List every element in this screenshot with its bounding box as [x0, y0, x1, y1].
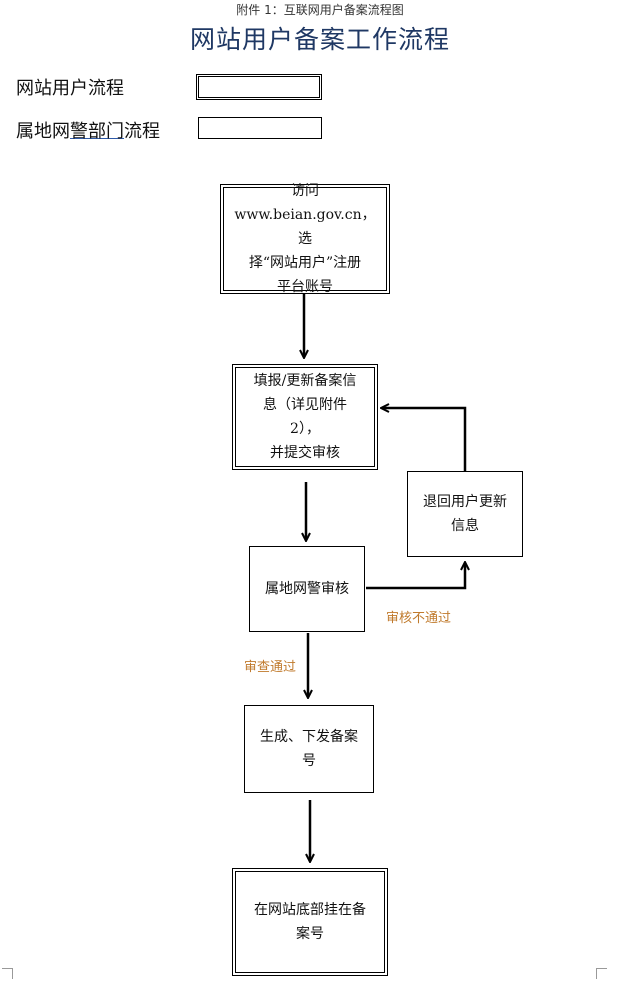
- node-generate-number: 生成、下发备案 号: [244, 705, 374, 793]
- node-visit-register: 访问 www.beian.gov.cn，选 择“网站用户”注册 平台账号: [220, 183, 390, 295]
- node-return-user-text: 退回用户更新 信息: [423, 494, 507, 534]
- legend-police-underlined: 警部门: [70, 121, 124, 142]
- edge-label-approved: 审查通过: [244, 660, 297, 675]
- node-visit-register-text: 访问 www.beian.gov.cn，选 择“网站用户”注册 平台账号: [234, 183, 376, 295]
- legend-label-police: 属地网警部门流程: [16, 117, 160, 143]
- legend-swatch-double-border: [196, 74, 322, 100]
- edge-label-rejected: 审核不通过: [386, 611, 452, 626]
- legend-label-website-user: 网站用户流程: [16, 78, 124, 99]
- page-corner-mark-left: [2, 968, 13, 979]
- page-title: 网站用户备案工作流程: [189, 25, 450, 54]
- node-fill-submit-text: 填报/更新备案信 息（详见附件 2）， 并提交审核: [253, 373, 357, 461]
- node-return-user: 退回用户更新 信息: [407, 471, 523, 557]
- legend-police-suffix: 流程: [124, 121, 160, 142]
- node-display-number: 在网站底部挂在备 案号: [232, 868, 388, 976]
- legend-swatch-single-border: [198, 117, 322, 139]
- node-generate-number-text: 生成、下发备案 号: [260, 729, 358, 769]
- legend-police-prefix: 属地网: [16, 121, 70, 142]
- arrow-return-to-fill: [382, 408, 467, 471]
- node-police-review-text: 属地网警审核: [265, 581, 349, 597]
- arrow-review-to-return: [366, 563, 465, 590]
- attachment-note: 附件 1：互联网用户备案流程图: [236, 3, 404, 17]
- node-display-number-text: 在网站底部挂在备 案号: [254, 902, 366, 942]
- page-corner-mark-right: [596, 968, 607, 979]
- node-police-review: 属地网警审核: [249, 546, 365, 632]
- node-fill-submit: 填报/更新备案信 息（详见附件 2）， 并提交审核: [232, 364, 378, 470]
